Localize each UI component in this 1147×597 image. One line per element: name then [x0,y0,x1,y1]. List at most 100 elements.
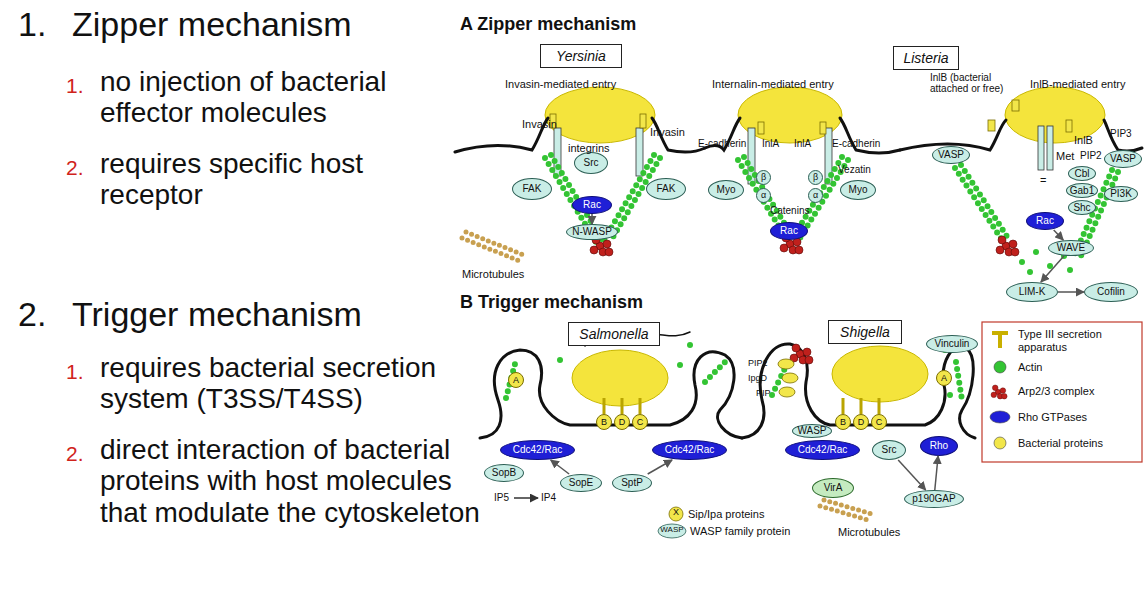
host-protein: LIM-K [1006,282,1058,302]
node-text: Src [882,445,897,455]
node-text: Yersinia [556,49,606,63]
node-text: Cdc42/Rac [665,445,714,455]
node-text: Rac [780,226,798,236]
arrow-connector [591,214,593,224]
node-text: SptP [621,478,643,488]
membrane [1104,120,1142,151]
host-protein: Cbl [1068,166,1096,181]
host-protein: Src [574,152,608,174]
legend-swatch [994,437,1006,449]
part-label: InlB (bacterial attached or free) [930,72,1026,94]
part-label: Microtubules [462,268,542,280]
part-label: PIP2 [1080,150,1106,161]
node-text: FAK [523,184,542,194]
node-text: Myo [849,185,868,195]
actin-monomer [557,357,563,363]
host-protein: Gab1 [1066,183,1098,198]
bacterium [832,346,928,402]
part-label: Met [1056,150,1078,162]
microtubule [462,232,872,520]
part-label: = [1040,174,1052,186]
part-label: InlA [762,138,786,149]
microtubule [820,506,868,520]
bacterial-protein: B [835,414,851,430]
node-text: VASP [938,150,964,160]
arrow-connector [551,460,569,474]
lipid-oval [778,359,794,369]
item-number: 1. [66,360,96,384]
host-protein: VASP [1104,150,1142,168]
host-protein: WAVE [1048,240,1094,256]
bacterial-protein: D [614,414,630,430]
part-label: Invasin [650,126,695,138]
panel-subtitle: Invasin-mediated entry [505,78,655,90]
node-text: A [513,376,519,385]
arrow-connector [935,456,938,490]
bacterial-protein: C [632,414,648,430]
effector-protein: SopB [484,464,524,482]
bacterium [545,87,1105,406]
node-text: PI3K [1110,189,1132,199]
node-text: N-WASP [572,227,612,237]
panel-subtitle: Internalin-mediated entry [712,78,872,90]
node-text: A [941,374,947,383]
node-text: C [876,418,883,427]
actin-filament [705,362,725,382]
arrow-connector [1041,256,1064,282]
part-label: IpgD [748,373,778,383]
microtubule [824,500,872,514]
node-text: α [813,191,818,200]
panel-heading: A Zipper mechanism [460,14,760,34]
actin-monomer [1067,267,1073,273]
item-text: requires bacterial secretion system (T3S… [100,352,480,415]
node-text: B [840,418,846,427]
host-protein: N-WASP [566,224,618,240]
legend-text: Arp2/3 complex [1018,385,1138,398]
host-protein: Vinculin [926,335,978,353]
rho-gtpase: Cdc42/Rac [652,440,727,460]
key-symbol [658,507,686,538]
conversion-arrow [514,497,538,499]
node-text: D [619,418,626,427]
microtubule [466,232,526,256]
rho-gtpase: Rac [572,196,612,214]
legend-text: WASP family protein [690,525,810,538]
part-label: IP4 [541,492,563,503]
part-label: InlB [1074,134,1102,146]
actin-filament [961,165,1008,238]
bacterial-ligand [1012,100,1019,111]
bacterial-protein: D [853,414,869,430]
item-number: 2. [66,442,96,466]
panel-heading: B Trigger mechanism [460,292,760,312]
actin-monomer [677,362,683,368]
t3ss-needle [604,398,640,414]
item-text: requires specific host receptor [100,148,460,211]
legend-symbol [991,333,1008,399]
node-text: Salmonella [579,327,648,341]
receptor [1038,126,1044,170]
node-text: Rac [1036,216,1054,226]
conversion-arrow [514,498,538,499]
key-symbol [669,507,683,521]
node-text: β [761,173,766,182]
node-text: Myo [717,185,736,195]
item-number: 1. [66,74,96,98]
effector-protein: SopE [560,474,602,492]
node-text: WASP [797,426,826,436]
node-text: Cdc42/Rac [798,445,847,455]
rho-gtpase: Rac [770,222,808,240]
section-number: 2. [18,296,66,333]
actin-monomer [557,249,1073,398]
organism-box: Yersinia [540,44,622,68]
host-protein: Myo [840,180,876,200]
host-protein: p190GAP [904,490,964,508]
node-text: SopE [569,478,593,488]
legend-text: Bacterial proteins [1018,437,1138,450]
catenin: α [808,188,823,203]
actin-filament [956,362,962,400]
node-text: B [601,418,607,427]
effector-protein: VirA [812,478,854,498]
actin-monomer [687,342,693,348]
node-text: VirA [824,483,843,493]
